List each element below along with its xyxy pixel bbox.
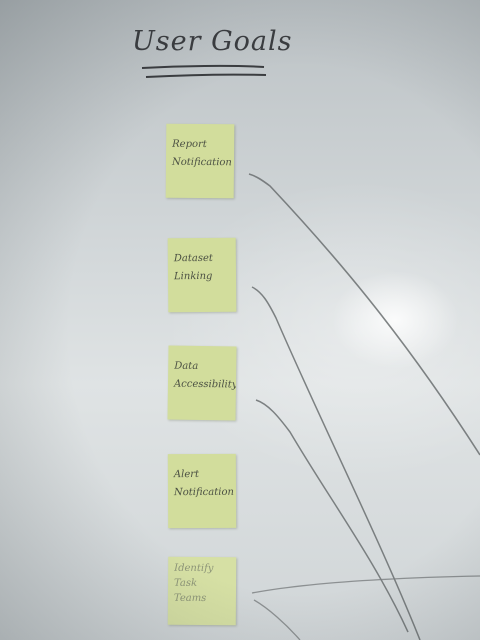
board-title: User Goals <box>132 26 293 57</box>
connector-line-report <box>248 173 480 456</box>
sticky-note-dataset-linking: Dataset Linking <box>167 237 237 313</box>
note-line: Alert <box>173 469 200 481</box>
note-line: Identify <box>174 562 214 575</box>
note-line: Data <box>174 360 199 372</box>
connector-line-identify <box>251 575 480 594</box>
note-line: Dataset <box>173 252 213 265</box>
note-line: Accessibility <box>173 378 237 391</box>
title-underline <box>141 64 267 78</box>
connector-line-identify-2 <box>253 599 301 640</box>
sticky-note-identify-task-teams: Identify Task Teams <box>167 556 237 626</box>
note-line: Report <box>172 138 207 151</box>
note-line: Linking <box>173 270 213 283</box>
sticky-note-report-notification: Report Notification <box>165 123 235 199</box>
sticky-note-alert-notification: Alert Notification <box>167 453 237 529</box>
note-line: Task <box>174 577 198 589</box>
sticky-note-data-accessibility: Data Accessibility <box>167 345 237 421</box>
note-line: Notification <box>171 156 232 169</box>
note-line: Teams <box>173 592 207 605</box>
note-line: Notification <box>173 486 234 499</box>
connector-line-data-access <box>255 399 409 633</box>
connector-line-dataset <box>251 286 421 640</box>
